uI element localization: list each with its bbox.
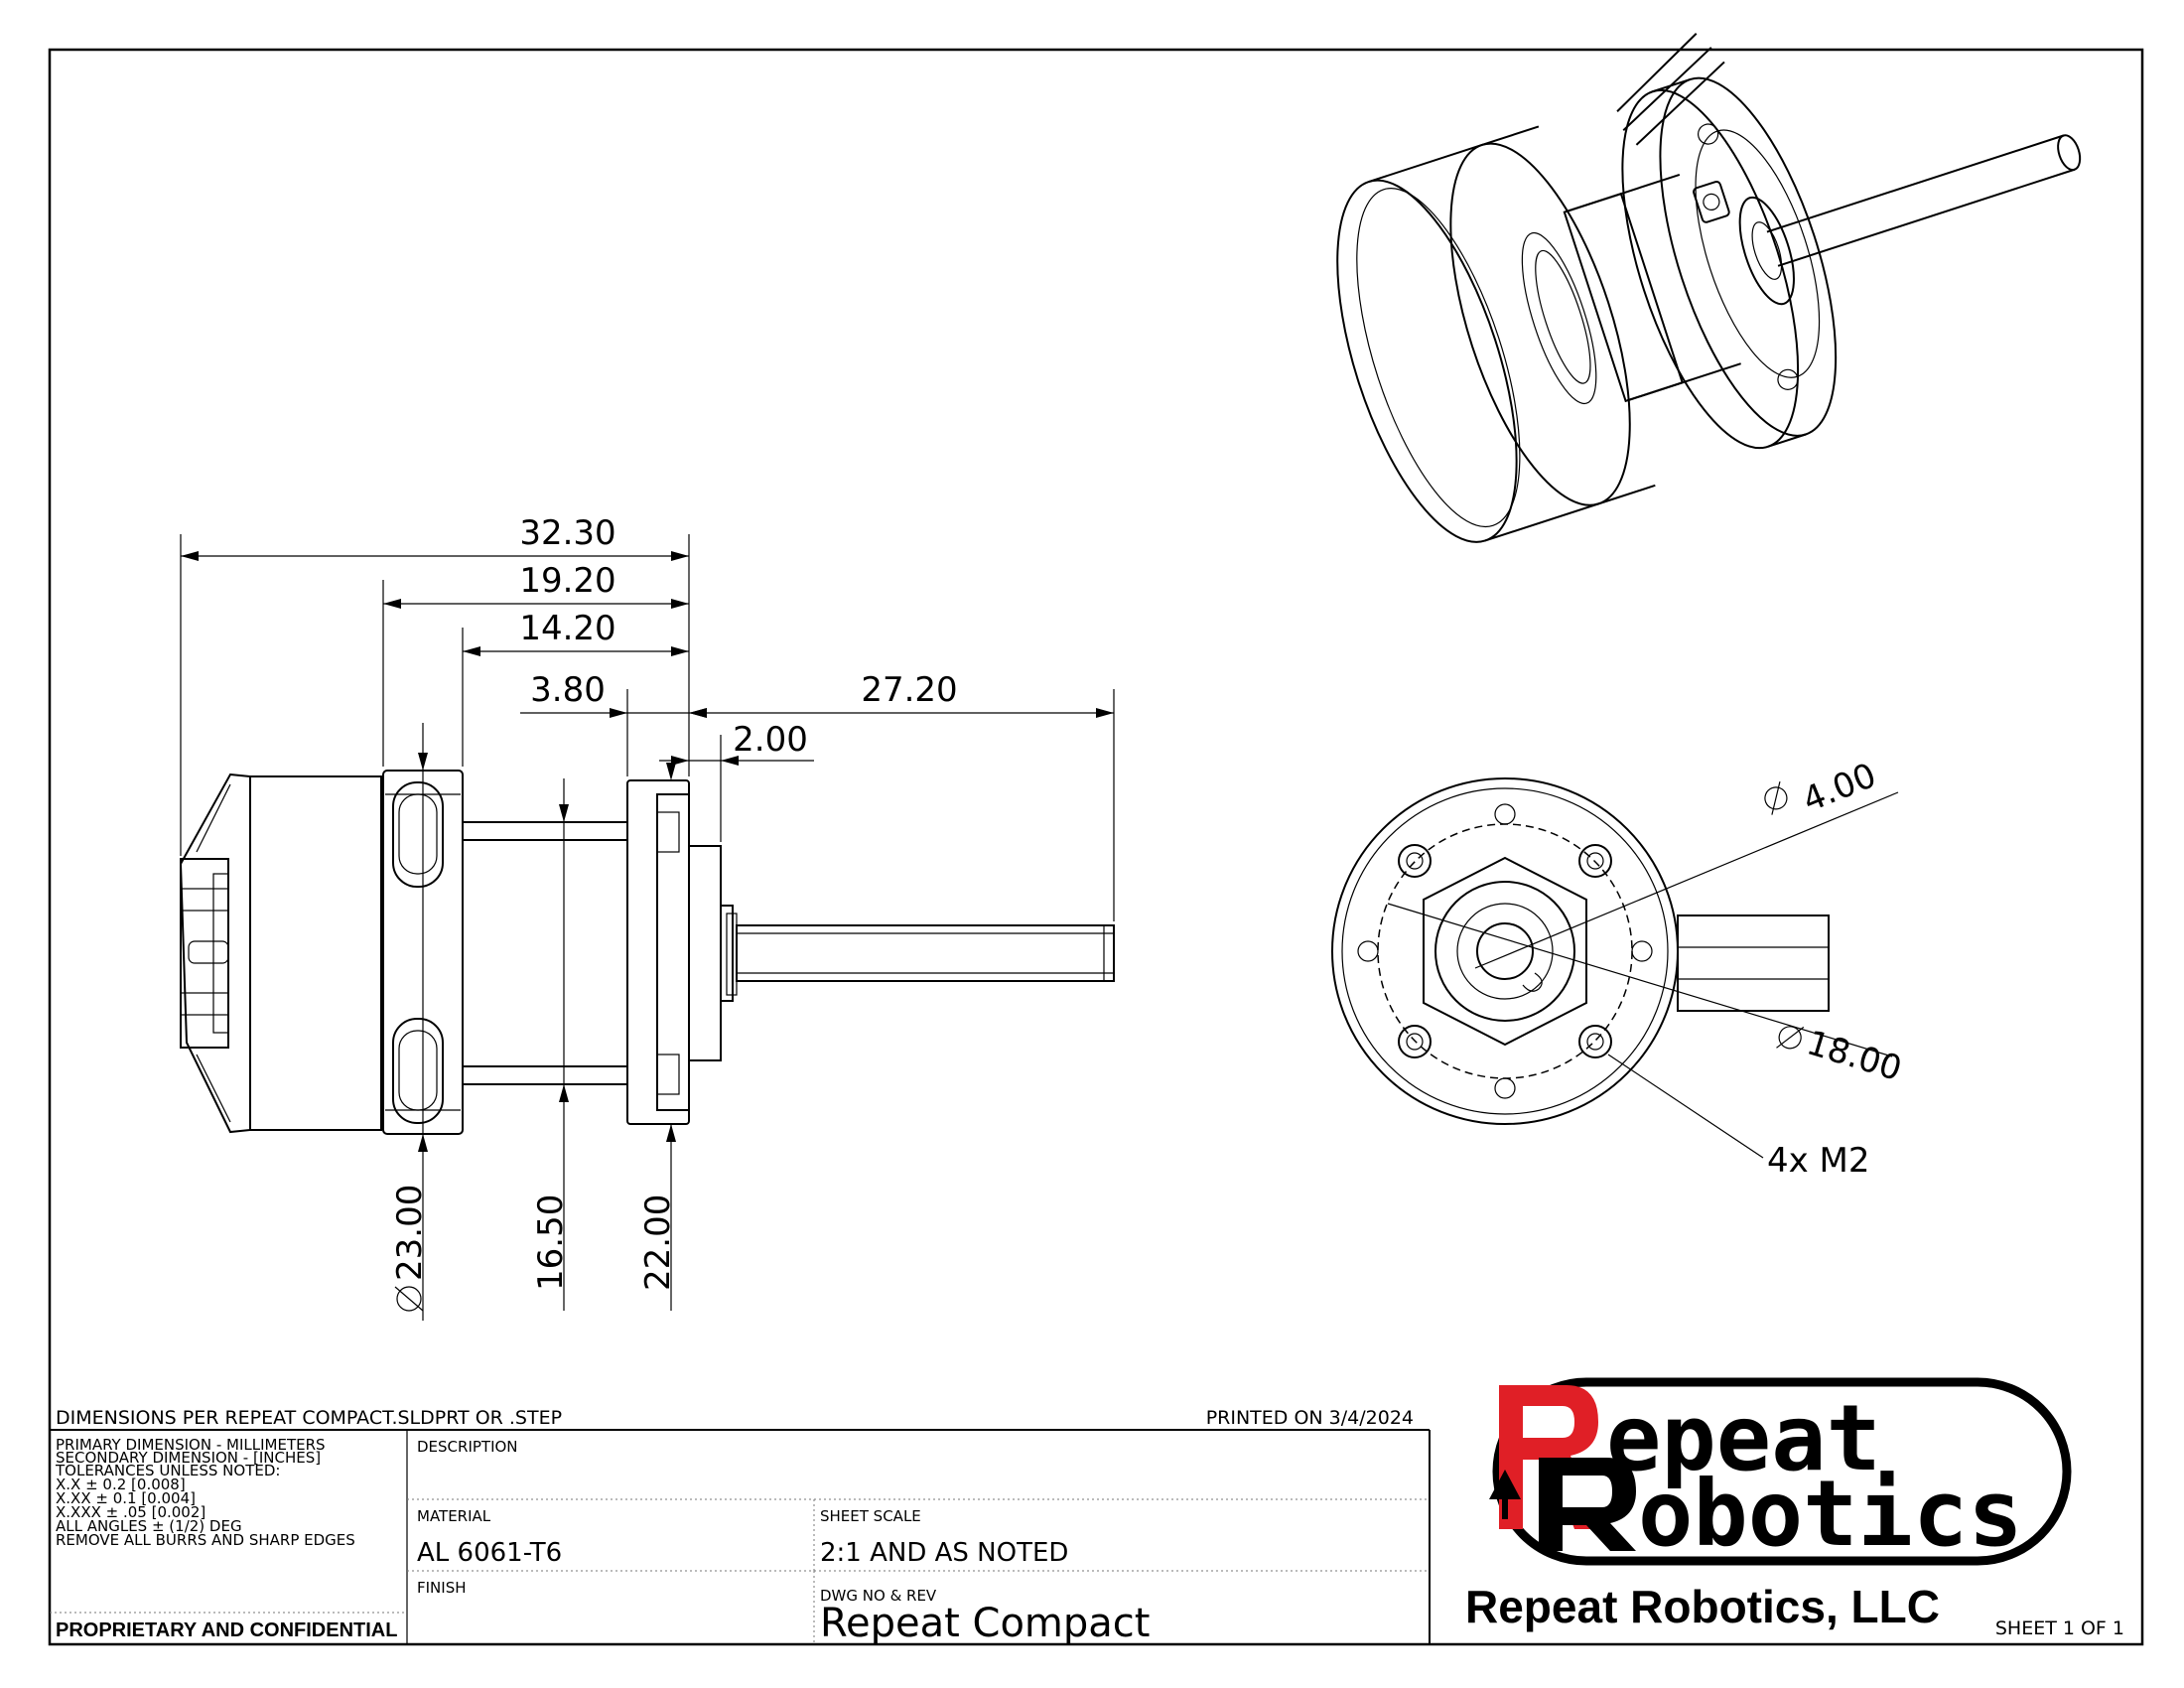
dim-22-00: 22.00 [638, 1195, 678, 1291]
dim-27-20: 27.20 [861, 670, 957, 710]
dim-dia-4-00: 4.00 [1797, 756, 1881, 820]
dim-32-30: 32.30 [519, 513, 615, 553]
printed-on: PRINTED ON 3/4/2024 [1206, 1407, 1414, 1429]
note-line-4: X.XX ± 0.1 [0.004] [56, 1489, 196, 1507]
sheet-border [48, 48, 2144, 1646]
note-line-3: X.X ± 0.2 [0.008] [56, 1476, 186, 1493]
dim-dia-23-00: 23.00 [390, 1185, 430, 1281]
front-view: 4.00 18.00 4x M2 [1331, 756, 1906, 1181]
dim-dia-18-00: 18.00 [1802, 1023, 1906, 1089]
title-block: DIMENSIONS PER REPEAT COMPACT.SLDPRT OR … [50, 1407, 2124, 1646]
note-line-2: TOLERANCES UNLESS NOTED: [55, 1462, 280, 1479]
dim-3-80: 3.80 [530, 670, 606, 710]
logo-line-1: epeat [1606, 1385, 1881, 1491]
note-line-7: REMOVE ALL BURRS AND SHARP EDGES [56, 1531, 355, 1549]
dim-2-00: 2.00 [733, 720, 808, 760]
note-line-5: X.XXX ± .05 [0.002] [56, 1503, 205, 1521]
note-line-0: PRIMARY DIMENSION - MILLIMETERS [56, 1436, 326, 1454]
scale-label: SHEET SCALE [820, 1507, 921, 1525]
company-name: Repeat Robotics, LLC [1465, 1581, 1940, 1632]
dwg-value: Repeat Compact [820, 1601, 1150, 1646]
logo-line-2: obotics [1638, 1461, 2023, 1567]
dwg-label: DWG NO & REV [820, 1587, 937, 1605]
scale-value: 2:1 AND AS NOTED [820, 1538, 1068, 1568]
sheet-number: SHEET 1 OF 1 [1995, 1618, 2124, 1639]
dim-16-50: 16.50 [531, 1195, 571, 1291]
finish-label: FINISH [417, 1579, 467, 1597]
dim-4x-m2: 4x M2 [1767, 1141, 1870, 1181]
note-line-1: SECONDARY DIMENSION - [INCHES] [56, 1449, 321, 1467]
side-view [179, 770, 1115, 1135]
dim-19-20: 19.20 [519, 561, 615, 601]
description-label: DESCRIPTION [417, 1438, 518, 1456]
side-view-dimensions: 32.30 19.20 14.20 3.80 27.20 2.00 16.50 … [180, 513, 1115, 1321]
note-line-6: ALL ANGLES ± (1/2) DEG [56, 1517, 242, 1535]
proprietary-label: PROPRIETARY AND CONFIDENTIAL [56, 1619, 397, 1641]
isometric-view [1336, 33, 2082, 543]
dimensions-note: DIMENSIONS PER REPEAT COMPACT.SLDPRT OR … [56, 1407, 562, 1429]
dim-14-20: 14.20 [519, 609, 615, 648]
material-label: MATERIAL [417, 1507, 491, 1525]
material-value: AL 6061-T6 [417, 1538, 562, 1568]
company-logo: epeat obotics [1489, 1377, 2072, 1567]
